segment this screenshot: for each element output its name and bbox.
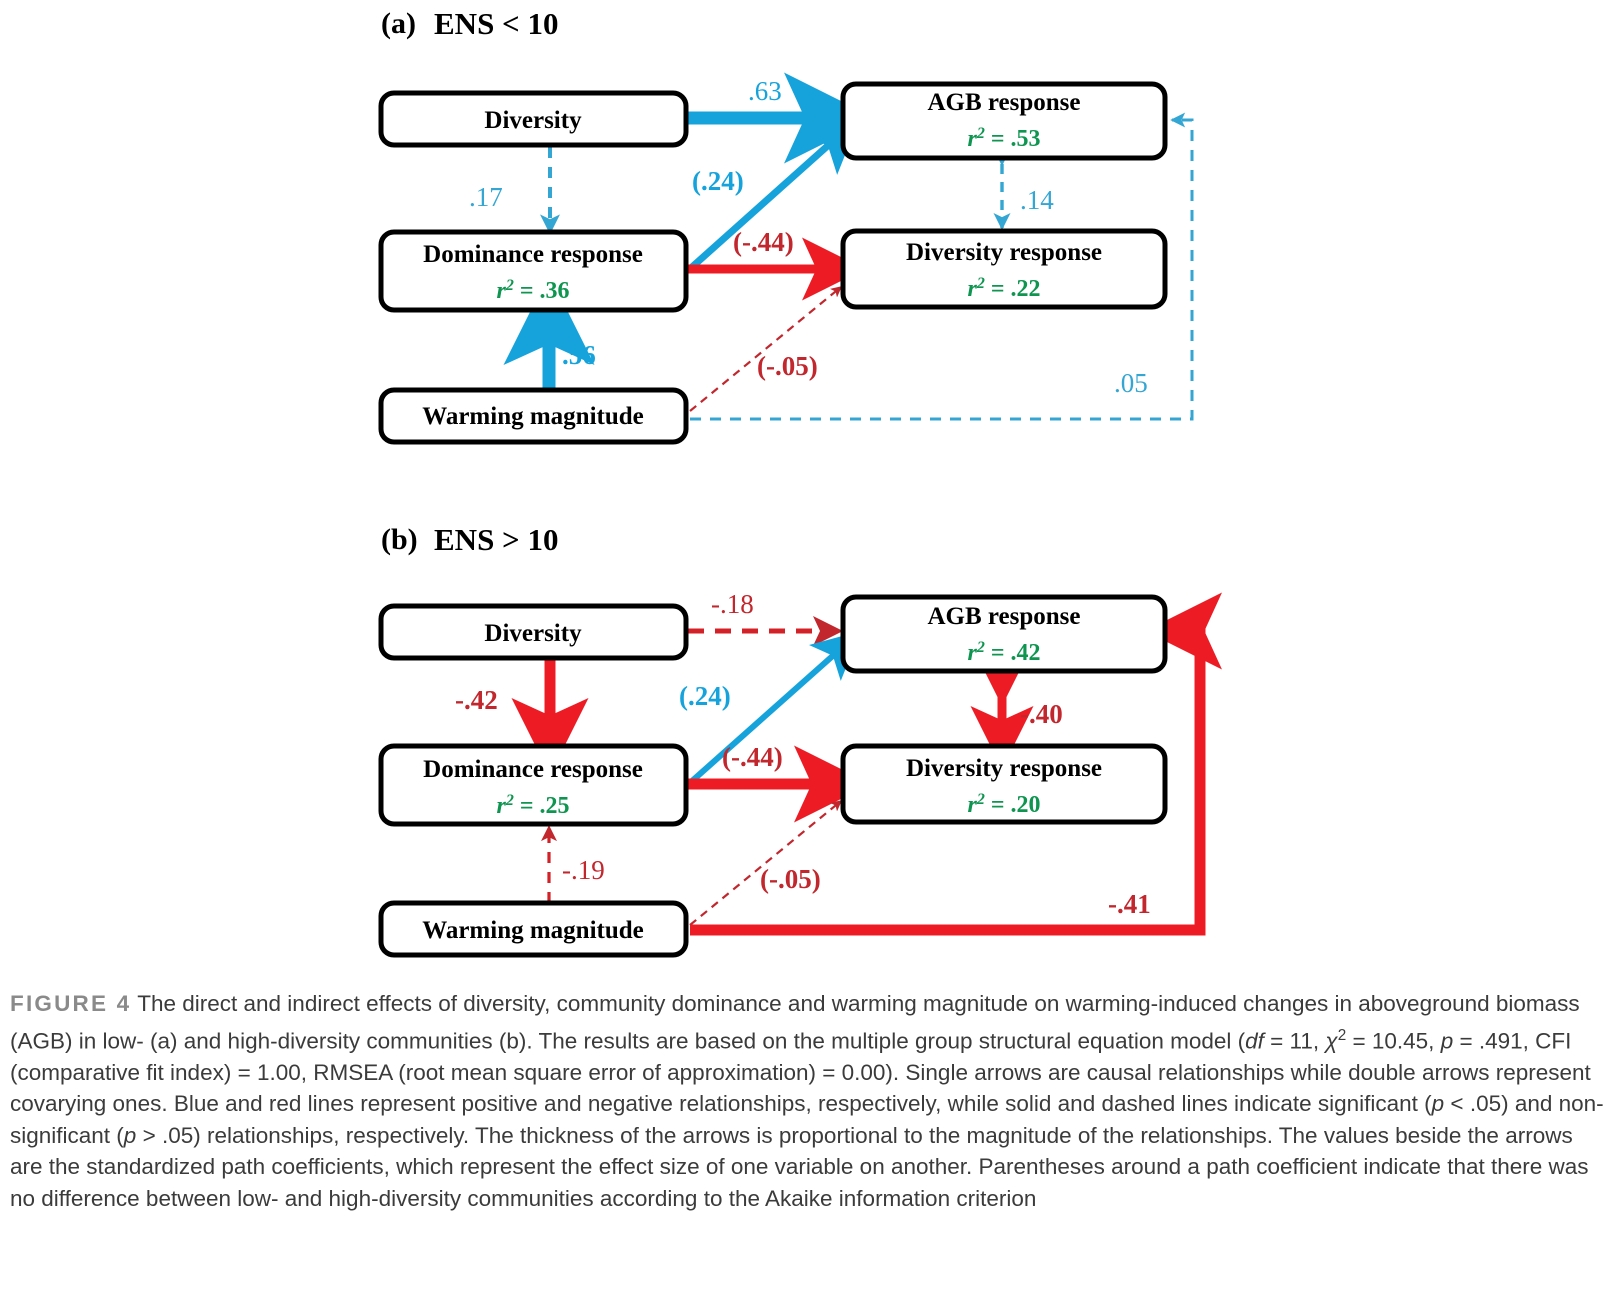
panel-b-path-warming-to-dominance: -.19: [541, 825, 605, 903]
panel-b-path-warming-to-diversity-response: (-.05): [689, 800, 843, 926]
panel-a-node-diversity-label: Diversity: [484, 107, 582, 134]
panel-a-title: ENS < 10: [434, 6, 558, 41]
panel-a-path-dominance-to-agb: (.24): [689, 116, 861, 270]
panel-a-node-agb-response-label: AGB response: [927, 89, 1080, 116]
panel-a-node-diversity-response-label: Diversity response: [906, 239, 1102, 266]
panel-b-node-dominance-response-label: Dominance response: [423, 756, 643, 783]
panel-b-coef-warming-to-agb: -.41: [1108, 889, 1151, 919]
panel-b-path-warming-to-agb: -.41: [690, 592, 1222, 936]
panel-a-coef-diversity-to-agb: .63: [748, 76, 782, 106]
panel-b-node-warming-magnitude-label: Warming magnitude: [422, 917, 644, 944]
panel-b-path-dominance-to-agb: (.24): [679, 631, 861, 784]
panel-b-node-diversity[interactable]: Diversity: [378, 603, 689, 661]
panel-a-coef-dominance-to-diversity-response: (-.44): [733, 227, 794, 257]
panel-a-node-agb-response-r2: r2 = .53: [967, 125, 1040, 153]
panel-a-node-diversity-response[interactable]: Diversity response r2 = .22: [840, 228, 1168, 310]
panel-b-coef-warming-to-diversity-response: (-.05): [760, 864, 821, 894]
panel-b-title: ENS > 10: [434, 522, 558, 557]
panel-a-node-dominance-response-r2: r2 = .36: [496, 277, 569, 305]
panel-b-coef-dominance-to-agb: (.24): [679, 681, 731, 711]
panel-a-node-warming-magnitude-label: Warming magnitude: [422, 403, 644, 430]
panel-a-path-agb-diversity-response-covariance: .14: [993, 149, 1054, 231]
panel-b-path-dominance-to-diversity-response: (-.44): [688, 742, 871, 823]
panel-a-path-warming-to-dominance: .56: [503, 274, 596, 390]
panel-a-coef-agb-diversity-covariance: .14: [1020, 185, 1054, 215]
panel-b-node-agb-response-r2: r2 = .42: [967, 639, 1040, 667]
panel-b-node-diversity-response-r2: r2 = .20: [967, 791, 1040, 819]
panel-b-node-dominance-response-r2: r2 = .25: [496, 792, 569, 820]
panel-b-coef-warming-to-dominance: -.19: [562, 855, 605, 885]
panel-a-node-agb-response[interactable]: AGB response r2 = .53: [840, 81, 1168, 161]
panel-a-node-diversity[interactable]: Diversity: [378, 90, 689, 148]
panel-a-node-diversity-response-r2: r2 = .22: [967, 275, 1040, 303]
panel-b-coef-diversity-to-dominance: -.42: [455, 685, 498, 715]
panel-a-coef-warming-to-dominance: .56: [562, 340, 596, 370]
panel-b-path-diversity-to-dominance: -.42: [455, 658, 589, 775]
panel-a-coef-dominance-to-agb: (.24): [692, 166, 744, 196]
panel-b-node-diversity-label: Diversity: [484, 620, 582, 647]
panel-a-tag: (a): [381, 7, 416, 40]
panel-a-node-dominance-response-label: Dominance response: [423, 241, 643, 268]
panel-a-coef-diversity-to-dominance: .17: [469, 182, 503, 212]
panel-a-node-warming-magnitude[interactable]: Warming magnitude: [378, 387, 689, 445]
panel-a-path-diversity-to-dominance: .17: [469, 147, 560, 235]
sem-diagram: (a) ENS < 10 .63 .17 (.24) (-.44) .14: [378, 6, 1222, 958]
panel-b-node-agb-response[interactable]: AGB response r2 = .42: [840, 594, 1168, 674]
figure-caption: FIGURE 4 The direct and indirect effects…: [10, 991, 1604, 1212]
panel-b-path-diversity-to-agb: -.18: [688, 589, 843, 646]
panel-a-path-dominance-to-diversity-response: (-.44): [688, 227, 865, 301]
panel-b-coef-diversity-to-agb: -.18: [711, 589, 754, 619]
panel-a-path-warming-to-diversity-response: (-.05): [689, 286, 843, 412]
panel-a-node-dominance-response[interactable]: Dominance response r2 = .36: [378, 229, 689, 313]
panel-b-node-diversity-response-label: Diversity response: [906, 755, 1102, 782]
panel-b-node-warming-magnitude[interactable]: Warming magnitude: [378, 900, 689, 958]
panel-b-coef-agb-diversity-covariance: -.40: [1020, 699, 1063, 729]
panel-a-path-diversity-to-agb: .63: [686, 72, 875, 164]
panel-a-path-warming-to-agb: .05: [690, 112, 1194, 421]
panel-a-coef-warming-to-diversity-response: (-.05): [757, 351, 818, 381]
panel-b-coef-dominance-to-diversity-response: (-.44): [722, 742, 783, 772]
panel-b-path-agb-diversity-response-covariance: -.40: [970, 643, 1063, 769]
panel-b-node-agb-response-label: AGB response: [927, 603, 1080, 630]
panel-a-coef-warming-to-agb: .05: [1114, 368, 1148, 398]
panel-b-tag: (b): [381, 523, 418, 556]
panel-b-node-dominance-response[interactable]: Dominance response r2 = .25: [378, 743, 689, 827]
panel-b-node-diversity-response[interactable]: Diversity response r2 = .20: [840, 743, 1168, 825]
